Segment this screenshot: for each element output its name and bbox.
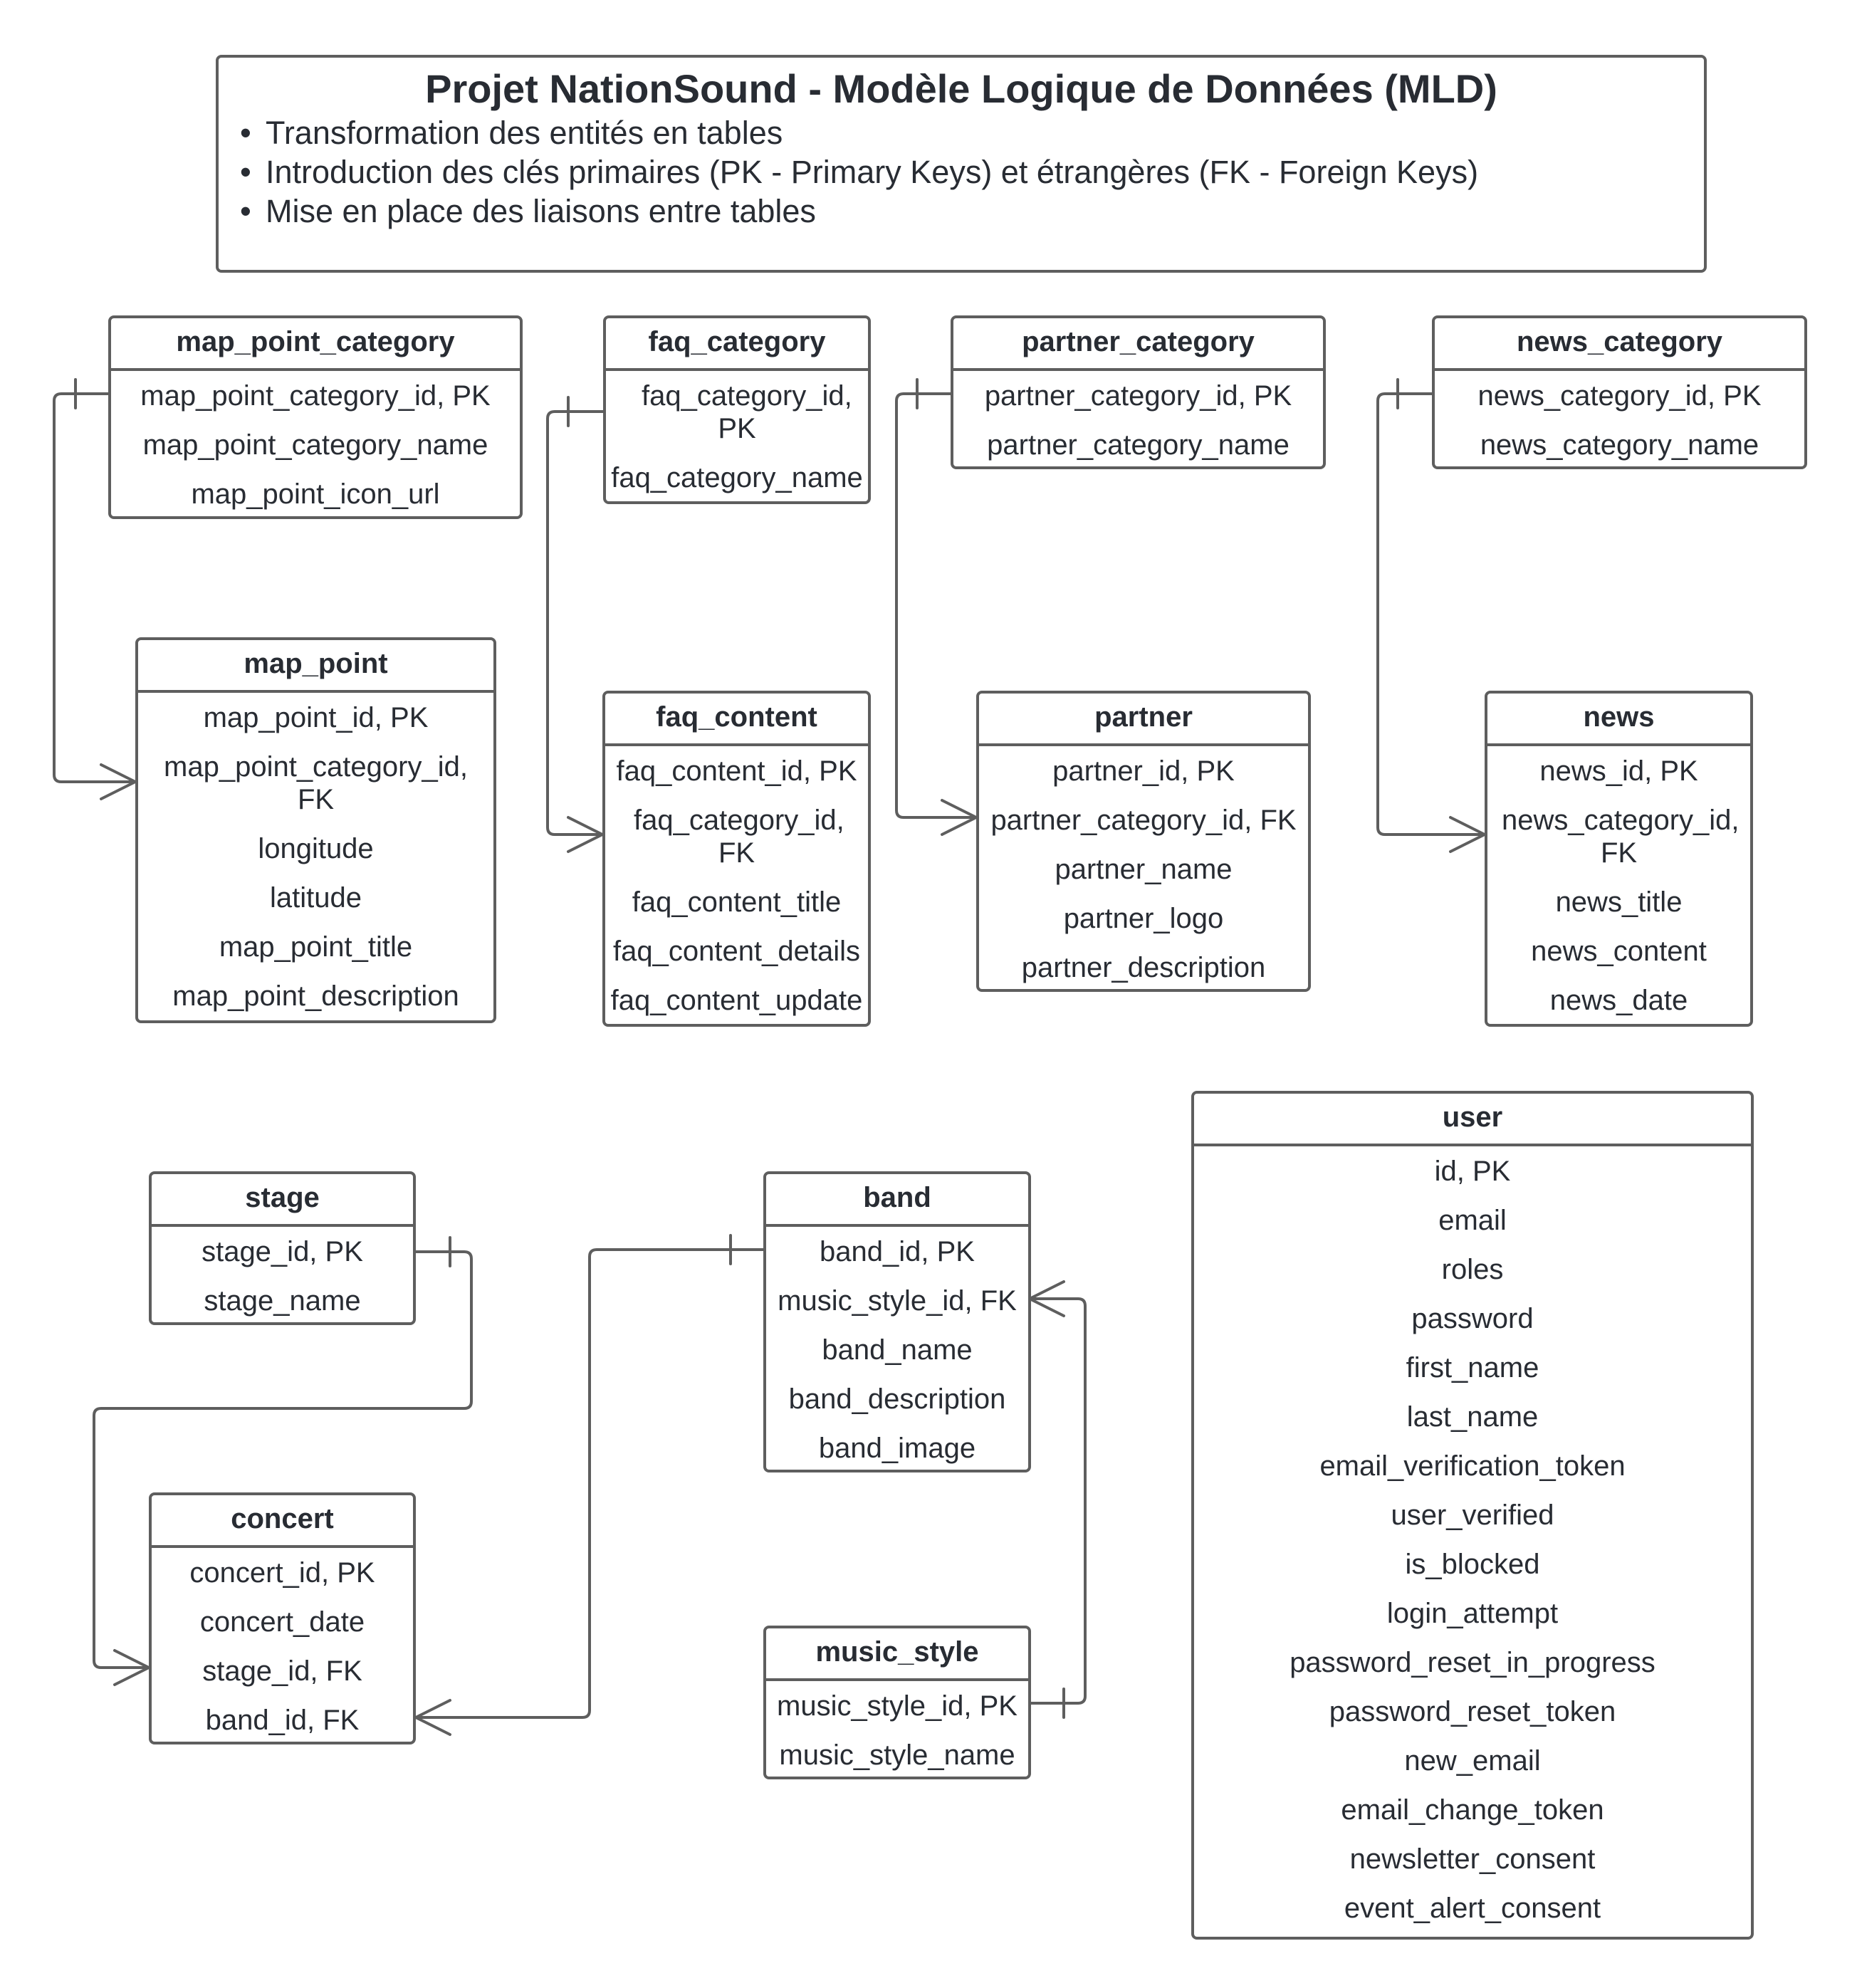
header-bullet: Introduction des clés primaires (PK - Pr… [240,152,1478,192]
table-field: partner_logo [1063,903,1224,934]
relation-music-style-band [1028,1280,1087,1719]
table-field: email [1438,1205,1507,1236]
relation-stage-concert [93,1236,473,1686]
table-field: id, PK [1434,1156,1511,1187]
table-field: is_blocked [1405,1549,1540,1580]
table-field: music_style_id, FK [778,1285,1017,1317]
table-field: roles [1441,1254,1504,1285]
table-field: partner_description [1021,952,1266,983]
table-news-category: news_category news_category_id, PK news_… [1432,315,1807,469]
table-name: faq_content [605,694,868,746]
table-name: news_category [1435,318,1804,371]
table-music-style: music_style music_style_id, PK music_sty… [763,1626,1031,1779]
table-field: faq_content_details [613,936,860,967]
table-field: concert_date [199,1606,365,1638]
relation-news-category-news [1376,378,1486,853]
table-field: partner_category_id, FK [990,805,1297,836]
table-name: partner [979,694,1308,746]
table-field: music_style_id, PK [777,1690,1018,1722]
table-user: user id, PK email roles password first_n… [1191,1091,1754,1940]
table-name: band [766,1174,1028,1227]
header-bullet-list: Transformation des entités en tables Int… [219,113,1478,231]
relation-faq-category-faq-content [546,396,605,853]
table-field: last_name [1406,1401,1539,1433]
table-field: news_category_id, PK [1477,380,1762,412]
table-field: password_reset_token [1329,1696,1616,1727]
table-field: partner_category_name [987,429,1290,461]
table-field: map_point_category_id, PK [140,380,491,412]
table-name: stage [152,1174,413,1227]
header-bullet: Mise en place des liaisons entre tables [240,192,1478,231]
table-map-point: map_point map_point_id, PK map_point_cat… [135,637,496,1023]
table-name: map_point [138,640,493,693]
table-field: faq_content_id, PK [616,755,857,787]
table-field: faq_category_id, PK [642,380,852,444]
table-field: map_point_category_id, FK [164,751,468,815]
table-field: latitude [270,882,362,914]
header-bullet: Transformation des entités en tables [240,113,1478,152]
table-field: email_verification_token [1319,1450,1626,1482]
table-name: user [1194,1094,1751,1146]
table-field: map_point_title [219,931,413,963]
table-field: stage_id, FK [202,1655,362,1687]
diagram-header: Projet NationSound - Modèle Logique de D… [216,55,1707,273]
table-news: news news_id, PK news_category_id, FK ne… [1485,691,1753,1027]
table-field: email_change_token [1341,1794,1604,1826]
relation-band-concert [414,1234,765,1736]
table-stage: stage stage_id, PK stage_name [149,1171,416,1325]
table-name: concert [152,1495,413,1548]
table-field: band_description [788,1383,1006,1415]
table-faq-content: faq_content faq_content_id, PK faq_categ… [602,691,871,1027]
table-name: faq_category [606,318,868,371]
table-name: music_style [766,1628,1028,1681]
table-field: band_image [818,1433,976,1464]
relation-partner-category-partner [895,378,978,836]
table-field: map_point_id, PK [203,702,429,733]
table-field: news_date [1549,985,1688,1016]
table-field: faq_category_id, FK [634,805,844,869]
table-band: band band_id, PK music_style_id, FK band… [763,1171,1031,1472]
table-field: news_category_name [1480,429,1759,461]
table-field: partner_id, PK [1052,755,1235,787]
table-partner-category: partner_category partner_category_id, PK… [951,315,1326,469]
table-field: new_email [1404,1745,1541,1777]
table-field: map_point_category_name [142,429,488,461]
table-name: map_point_category [111,318,520,371]
table-field: faq_content_update [610,985,863,1016]
table-field: event_alert_consent [1344,1893,1601,1924]
table-field: news_title [1555,886,1683,918]
table-field: stage_id, PK [202,1236,363,1267]
table-field: band_name [822,1334,973,1366]
table-name: partner_category [953,318,1323,371]
table-field: newsletter_consent [1349,1843,1596,1875]
table-field: faq_content_title [632,886,842,918]
table-field: news_content [1531,936,1707,967]
table-field: news_category_id, FK [1502,805,1740,869]
relation-map-point-category-map-point [53,378,137,800]
table-field: password_reset_in_progress [1290,1647,1655,1678]
table-field: music_style_name [779,1740,1015,1771]
table-faq-category: faq_category faq_category_id, PK faq_cat… [603,315,871,504]
table-field: password [1411,1303,1534,1334]
table-field: longitude [258,833,374,864]
table-partner: partner partner_id, PK partner_category_… [976,691,1311,992]
table-field: partner_name [1055,854,1233,885]
table-field: faq_category_name [611,462,863,493]
table-field: user_verified [1391,1500,1554,1531]
table-field: login_attempt [1386,1598,1559,1629]
table-field: news_id, PK [1539,755,1698,787]
table-concert: concert concert_id, PK concert_date stag… [149,1492,416,1744]
table-field: concert_id, PK [189,1557,375,1589]
table-field: stage_name [204,1285,361,1317]
table-field: band_id, FK [205,1705,360,1736]
diagram-title: Projet NationSound - Modèle Logique de D… [425,66,1497,111]
table-name: news [1487,694,1750,746]
table-field: map_point_description [172,980,459,1012]
table-map-point-category: map_point_category map_point_category_id… [108,315,523,519]
table-field: first_name [1406,1352,1539,1383]
table-field: map_point_icon_url [191,478,440,510]
table-field: partner_category_id, PK [984,380,1292,412]
table-field: band_id, PK [820,1236,975,1267]
